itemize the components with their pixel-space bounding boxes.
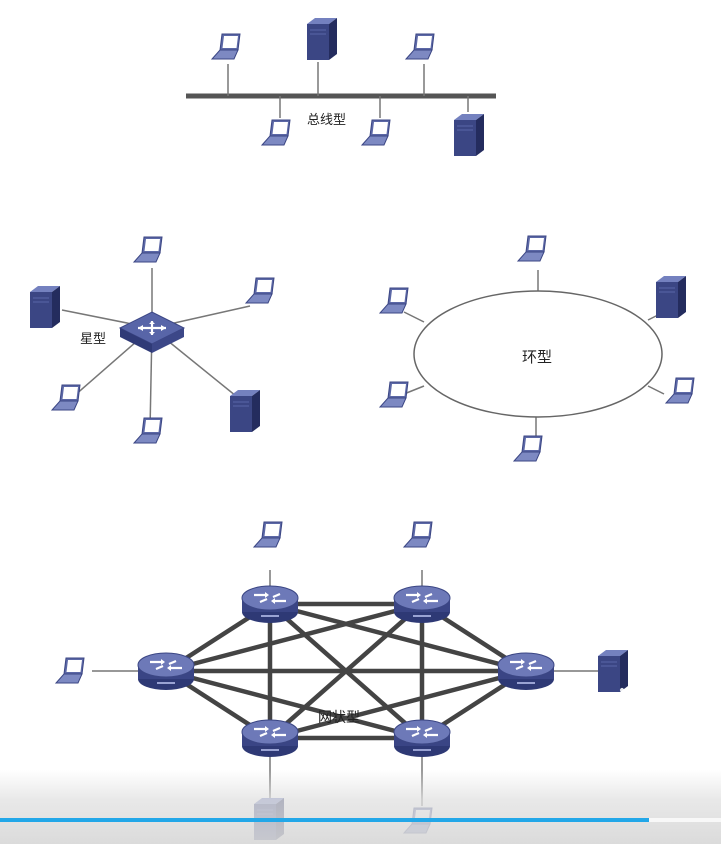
mesh-label: 网状型 xyxy=(318,710,360,726)
laptop-icon xyxy=(211,33,241,60)
laptop-icon xyxy=(513,435,543,462)
router-icon xyxy=(392,584,452,625)
router-icon xyxy=(392,718,452,759)
play-icon xyxy=(598,688,676,754)
router-icon xyxy=(496,651,556,692)
video-control-bar xyxy=(0,770,721,844)
laptop-icon xyxy=(51,384,81,411)
ring-topology: 环型 xyxy=(379,235,695,462)
laptop-icon xyxy=(517,235,547,262)
server-icon xyxy=(29,285,61,329)
laptop-icon xyxy=(133,417,163,444)
router-icon xyxy=(240,718,300,759)
router-icon xyxy=(240,584,300,625)
server-icon xyxy=(229,389,261,433)
laptop-icon xyxy=(133,236,163,263)
laptop-icon xyxy=(379,287,409,314)
laptop-icon xyxy=(261,119,291,146)
play-button[interactable] xyxy=(596,686,678,756)
star-label: 星型 xyxy=(80,332,106,347)
laptop-icon xyxy=(55,657,85,684)
router-icon xyxy=(136,651,196,692)
laptop-icon xyxy=(253,521,283,548)
laptop-icon xyxy=(403,521,433,548)
star-topology: 星型 xyxy=(29,236,275,444)
mesh-topology: 网状型 xyxy=(55,521,629,841)
laptop-icon xyxy=(665,377,695,404)
ring-line xyxy=(413,290,663,418)
server-icon xyxy=(306,17,338,61)
laptop-icon xyxy=(245,277,275,304)
ring-label: 环型 xyxy=(522,348,552,366)
server-icon xyxy=(655,275,687,319)
progress-fill xyxy=(0,818,649,822)
laptop-icon xyxy=(405,33,435,60)
laptop-icon xyxy=(379,381,409,408)
bus-topology: 总线型 xyxy=(186,17,496,157)
laptop-icon xyxy=(361,119,391,146)
bus-label: 总线型 xyxy=(307,113,346,128)
server-icon xyxy=(453,113,485,157)
